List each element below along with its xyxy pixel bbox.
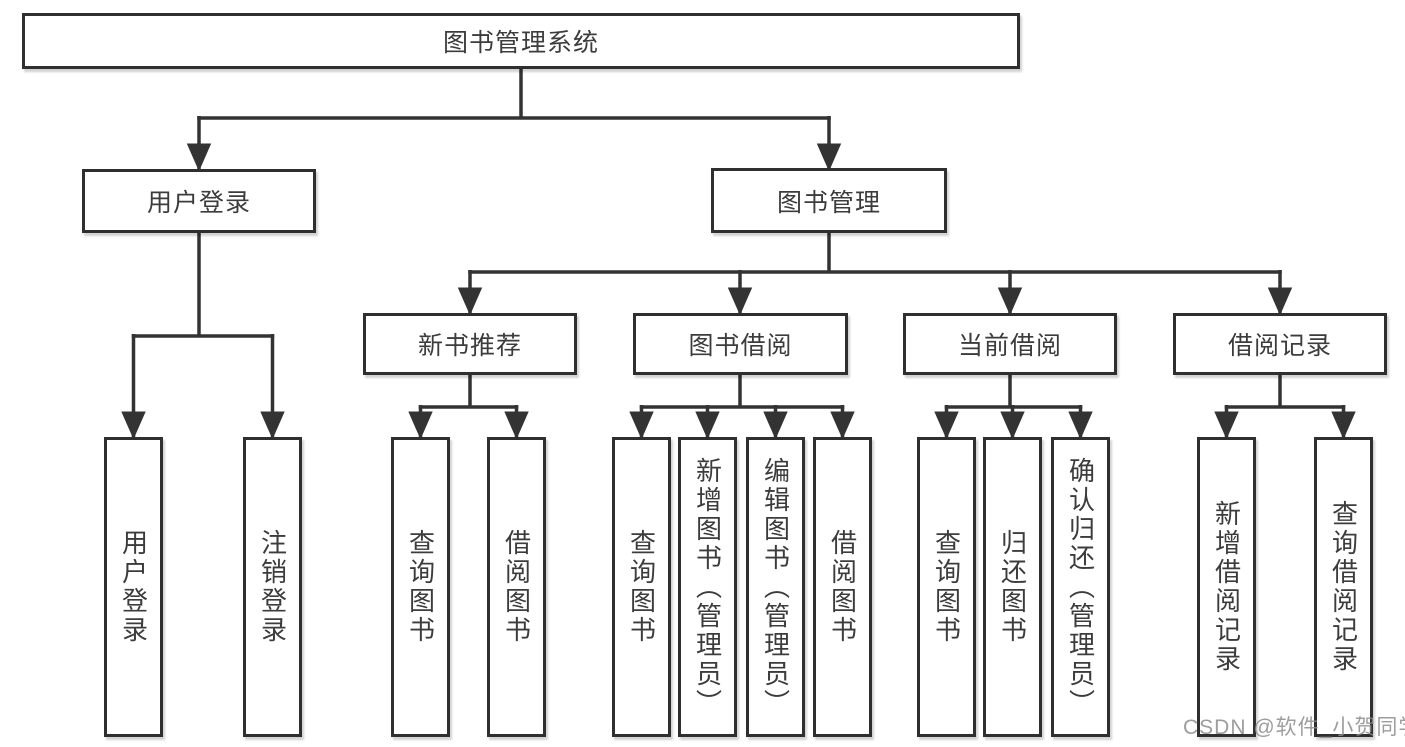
leaf-query-books-recommend: 查询图书 <box>391 437 450 737</box>
node-new-book-recommend: 新书推荐 <box>363 313 577 375</box>
leaf-query-borrow-record: 查询借阅记录 <box>1314 437 1373 737</box>
leaf-borrow-books-recommend-label: 借阅图书 <box>501 529 532 645</box>
leaf-return-book-label: 归还图书 <box>997 529 1028 645</box>
node-book-management: 图书管理 <box>711 168 947 233</box>
node-user-login: 用户登录 <box>82 169 316 233</box>
node-book-borrow: 图书借阅 <box>633 313 848 375</box>
leaf-logout: 注销登录 <box>243 437 302 737</box>
leaf-edit-book-admin: 编辑图书（管理员） <box>746 437 805 737</box>
leaf-query-borrow-record-label: 查询借阅记录 <box>1328 500 1359 674</box>
leaf-user-login-label: 用户登录 <box>118 529 149 645</box>
leaf-add-book-admin-label: 新增图书（管理员） <box>692 456 723 718</box>
node-borrow-records: 借阅记录 <box>1173 313 1387 375</box>
leaf-query-books-borrow: 查询图书 <box>612 437 671 737</box>
leaf-query-books-current-label: 查询图书 <box>931 529 962 645</box>
leaf-add-borrow-record: 新增借阅记录 <box>1197 437 1256 737</box>
node-current-borrow: 当前借阅 <box>903 313 1117 375</box>
leaf-edit-book-admin-label: 编辑图书（管理员） <box>760 456 791 718</box>
leaf-return-book: 归还图书 <box>983 437 1042 737</box>
leaf-query-books-recommend-label: 查询图书 <box>405 529 436 645</box>
leaf-confirm-return-admin-label: 确认归还（管理员） <box>1065 456 1096 718</box>
leaf-borrow-books: 借阅图书 <box>813 437 872 737</box>
watermark: CSDN @软件_小贺同学 <box>1183 716 1405 739</box>
leaf-logout-label: 注销登录 <box>257 529 288 645</box>
leaf-borrow-books-label: 借阅图书 <box>827 529 858 645</box>
leaf-borrow-books-recommend: 借阅图书 <box>487 437 546 737</box>
leaf-query-books-current: 查询图书 <box>917 437 976 737</box>
leaf-user-login: 用户登录 <box>104 437 163 737</box>
node-root: 图书管理系统 <box>22 13 1020 69</box>
leaf-add-borrow-record-label: 新增借阅记录 <box>1211 500 1242 674</box>
leaf-confirm-return-admin: 确认归还（管理员） <box>1051 437 1110 737</box>
leaf-query-books-borrow-label: 查询图书 <box>626 529 657 645</box>
leaf-add-book-admin: 新增图书（管理员） <box>678 437 737 737</box>
